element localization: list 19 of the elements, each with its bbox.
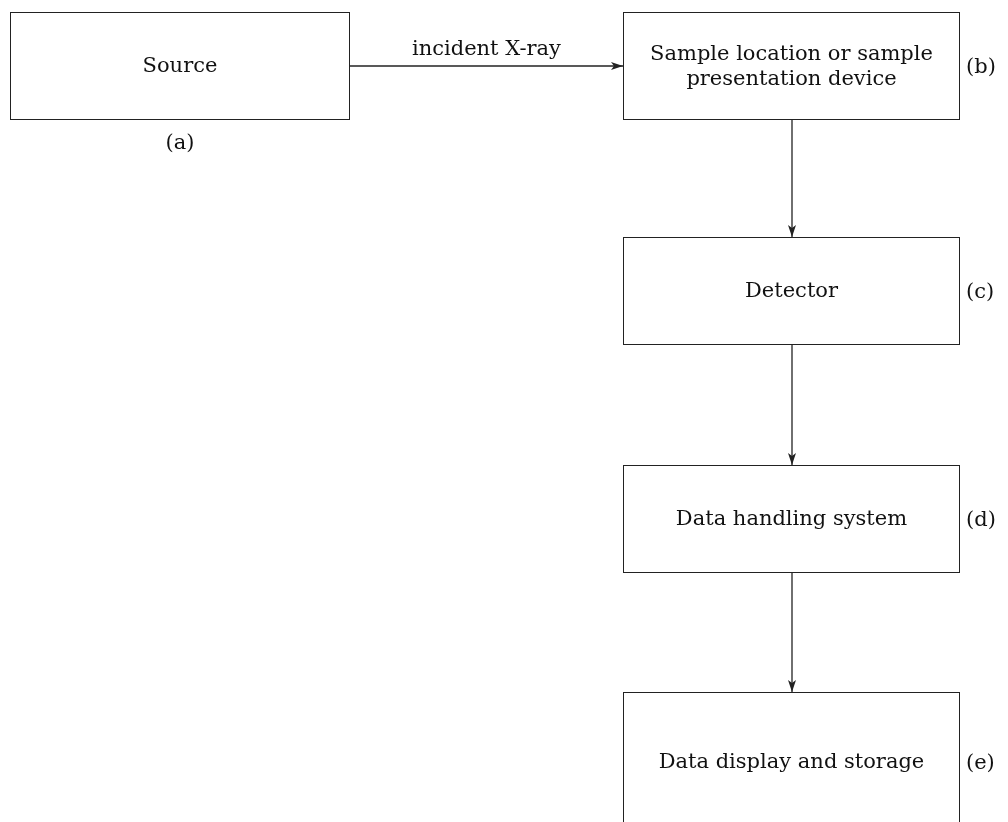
box-label: Sample location or sample presentation device [649,40,934,92]
arrow [788,119,796,238]
arrow [349,62,624,70]
process-box [10,12,350,120]
box-label: Data handling system [674,506,909,532]
box-label: Source [141,53,219,79]
arrow [788,344,796,466]
part-label: (b) [966,54,996,78]
part-label: (a) [165,130,195,154]
process-box [623,237,960,345]
box-label: Data display and storage [657,749,926,775]
part-label: (d) [966,507,996,531]
arrow [788,572,796,693]
box-label: Detector [744,278,839,304]
part-label: (c) [966,279,995,303]
part-label: (e) [966,750,995,774]
process-box [623,12,960,120]
process-box [623,692,960,822]
process-box [623,465,960,573]
